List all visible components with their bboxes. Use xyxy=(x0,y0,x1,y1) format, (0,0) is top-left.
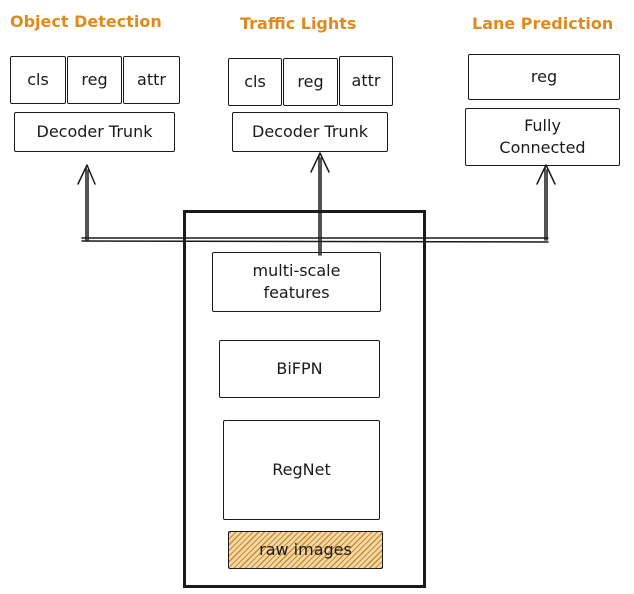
lane-prediction-fully-connected-box: Fully Connected xyxy=(465,108,620,166)
object-detection-attr-box: attr xyxy=(123,56,180,104)
bifpn-box: BiFPN xyxy=(219,340,380,398)
traffic-lights-attr-label: attr xyxy=(351,71,381,90)
traffic-lights-cls-box: cls xyxy=(228,58,282,106)
object-detection-reg-box: reg xyxy=(67,56,122,104)
lane-prediction-title: Lane Prediction xyxy=(472,14,614,33)
lane-prediction-fc-label: Fully Connected xyxy=(499,116,586,157)
backbone-container xyxy=(183,210,426,588)
object-detection-trunk-label: Decoder Trunk xyxy=(36,122,153,141)
lane-prediction-reg-label: reg xyxy=(530,67,558,86)
raw-images-box: raw images xyxy=(228,531,383,569)
object-detection-reg-label: reg xyxy=(81,70,108,89)
lane-prediction-reg-box: reg xyxy=(468,54,620,100)
object-detection-title: Object Detection xyxy=(10,12,162,31)
traffic-lights-trunk-label: Decoder Trunk xyxy=(252,122,368,141)
traffic-lights-reg-box: reg xyxy=(283,58,338,106)
object-detection-attr-label: attr xyxy=(137,70,166,89)
raw-images-label: raw images xyxy=(259,540,352,559)
object-detection-cls-box: cls xyxy=(10,56,66,104)
traffic-lights-reg-label: reg xyxy=(297,72,324,91)
traffic-lights-title: Traffic Lights xyxy=(240,14,357,33)
bifpn-label: BiFPN xyxy=(276,359,323,378)
object-detection-cls-label: cls xyxy=(27,70,49,89)
traffic-lights-cls-label: cls xyxy=(244,72,266,91)
traffic-lights-attr-box: attr xyxy=(339,56,393,106)
multi-scale-features-label: multi-scale features xyxy=(252,261,341,302)
object-detection-decoder-trunk: Decoder Trunk xyxy=(14,112,175,152)
multi-scale-features-box: multi-scale features xyxy=(212,252,381,312)
regnet-label: RegNet xyxy=(272,460,331,479)
regnet-box: RegNet xyxy=(223,420,380,520)
traffic-lights-decoder-trunk: Decoder Trunk xyxy=(232,112,388,152)
